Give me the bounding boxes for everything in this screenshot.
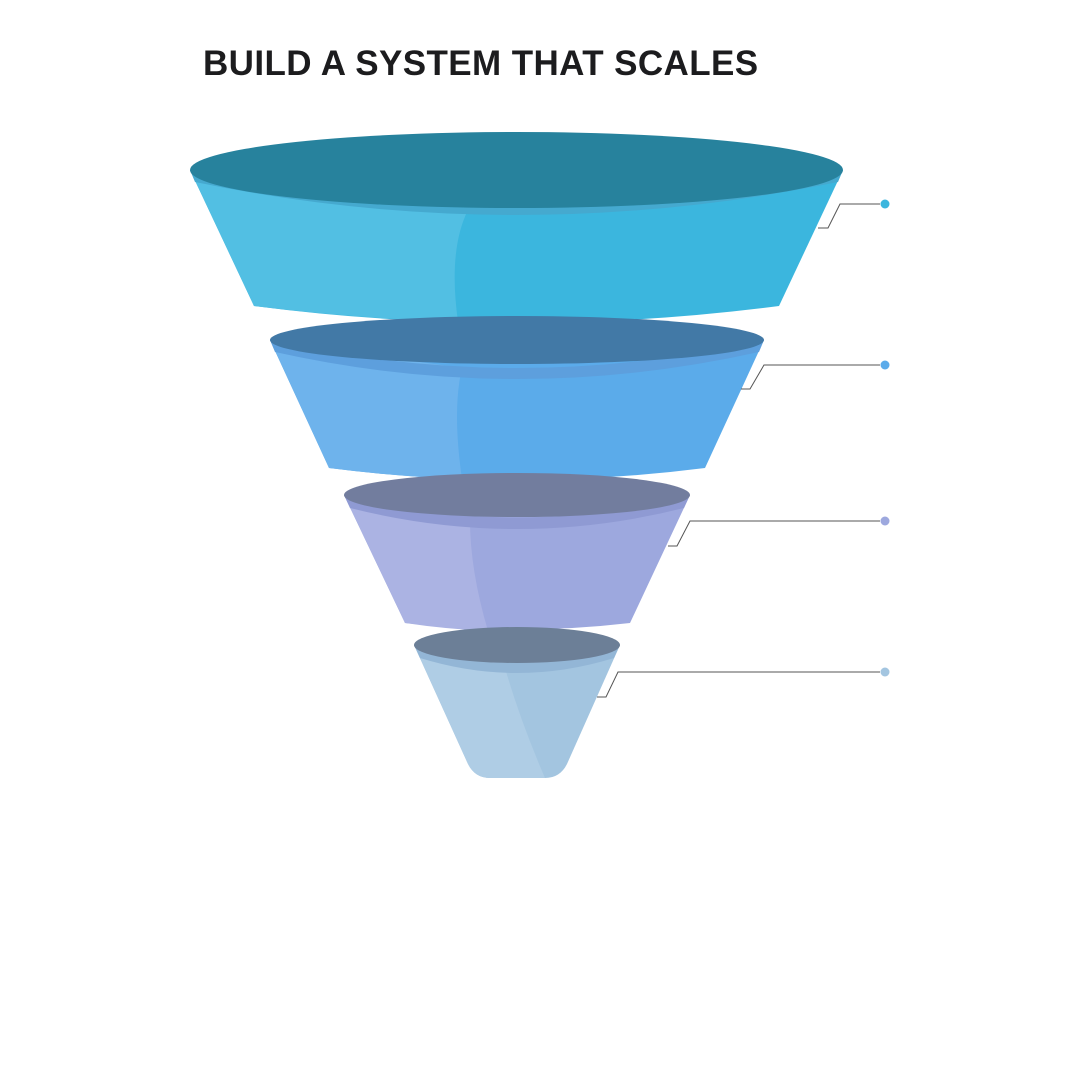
connector-2-line bbox=[741, 364, 880, 390]
funnel-stage-4-top bbox=[414, 627, 620, 663]
connector-2-dot bbox=[880, 360, 890, 370]
funnel-stage-2-rim bbox=[270, 340, 764, 379]
funnel-stage-3 bbox=[344, 473, 690, 631]
funnel-stage-4-side-highlight bbox=[414, 645, 545, 778]
page-title: BUILD A SYSTEM THAT SCALES bbox=[203, 44, 759, 83]
connector-3-line bbox=[668, 520, 880, 547]
connector-3 bbox=[668, 516, 890, 547]
funnel-stage-3-rim bbox=[344, 495, 690, 529]
funnel-stage-1-rim bbox=[190, 170, 843, 215]
funnel-stage-1 bbox=[190, 132, 843, 323]
funnel-stage-2 bbox=[270, 316, 764, 480]
funnel-stage-4 bbox=[414, 627, 620, 778]
funnel-stage-3-top bbox=[344, 473, 690, 517]
funnel-stage-3-side-highlight bbox=[344, 495, 488, 631]
connector-1 bbox=[818, 199, 890, 229]
connector-1-dot bbox=[880, 199, 890, 209]
funnel-stage-1-top bbox=[190, 132, 843, 208]
connector-4-dot bbox=[880, 667, 890, 677]
connector-4-line bbox=[597, 671, 880, 698]
funnel-stage-4-rim bbox=[414, 645, 620, 673]
funnel-stage-2-top bbox=[270, 316, 764, 364]
connector-1-line bbox=[818, 203, 880, 229]
funnel-stage-2-side-highlight bbox=[270, 340, 462, 479]
connector-3-dot bbox=[880, 516, 890, 526]
connector-4 bbox=[597, 667, 890, 698]
connector-2 bbox=[741, 360, 890, 390]
